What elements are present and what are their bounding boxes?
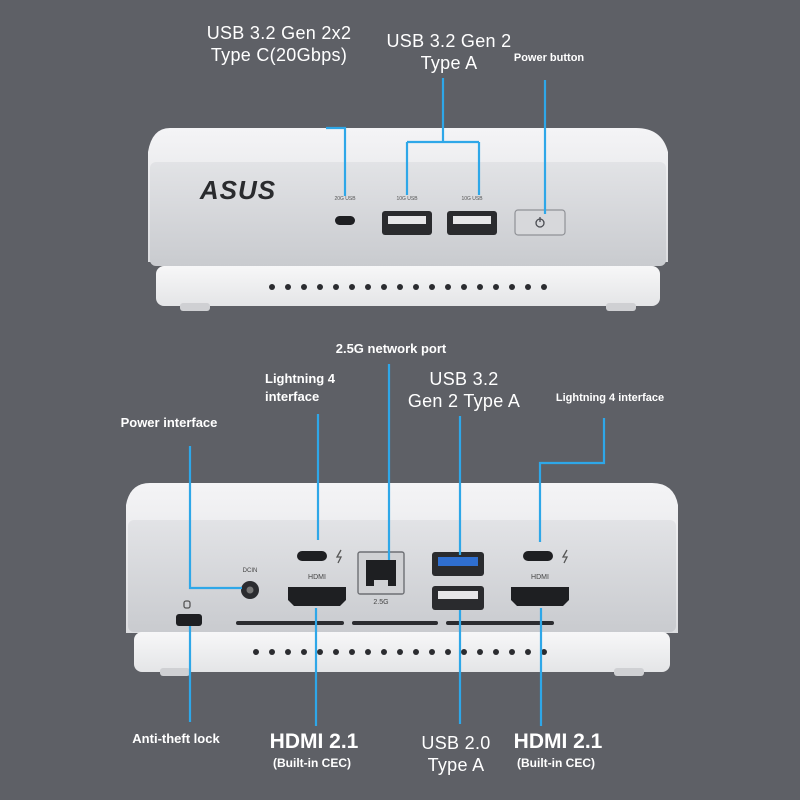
rear-device [126,483,678,676]
rear-vents [253,649,547,655]
label-hdmi-right-title: HDMI 2.1 [513,730,603,753]
hdmi-port-right [511,587,569,606]
label-hdmi-left-sub: (Built-in CEC) [273,756,351,770]
lan-port-label: 2.5G [373,599,389,606]
hdmi-port-label-left: HDMI [308,574,326,581]
label-network-port: 2.5G network port [335,341,447,356]
rear-vent-slots [236,621,554,625]
label-hdmi-right-sub: (Built-in CEC) [517,756,595,770]
label-anti-theft: Anti-theft lock [132,731,220,746]
dcin-label: DCIN [242,568,258,574]
thunderbolt-port-right [523,551,553,561]
thunderbolt-port-left [297,551,327,561]
label-lightning-left: Lightning 4 interface [265,371,336,404]
anti-theft-slot [176,614,202,626]
hdmi-port-left [288,587,346,606]
label-usb32-rear: USB 3.2 Gen 2 Type A [407,369,521,411]
front-usba-port-label-2: 10G USB [461,196,483,202]
label-usb-c-20gbps: USB 3.2 Gen 2x2 Type C(20Gbps) [206,23,352,65]
label-usb-a-front: USB 3.2 Gen 2 Type A [386,31,512,73]
label-power-button: Power button [513,52,585,64]
front-vents [269,284,547,290]
label-lightning-right: Lightning 4 interface [555,392,665,404]
power-button [514,209,566,236]
asus-logo: ASUS [199,175,277,205]
front-usba-port-label-1: 10G USB [396,196,418,202]
label-usb20: USB 2.0 Type A [421,733,491,775]
label-power-interface: Power interface [120,415,218,430]
label-hdmi-left-title: HDMI 2.1 [269,730,359,753]
front-usb-c-port [335,216,355,225]
front-usbc-port-label: 20G USB [334,196,356,202]
hdmi-port-label-right: HDMI [531,574,549,581]
callout-lines [188,78,606,726]
